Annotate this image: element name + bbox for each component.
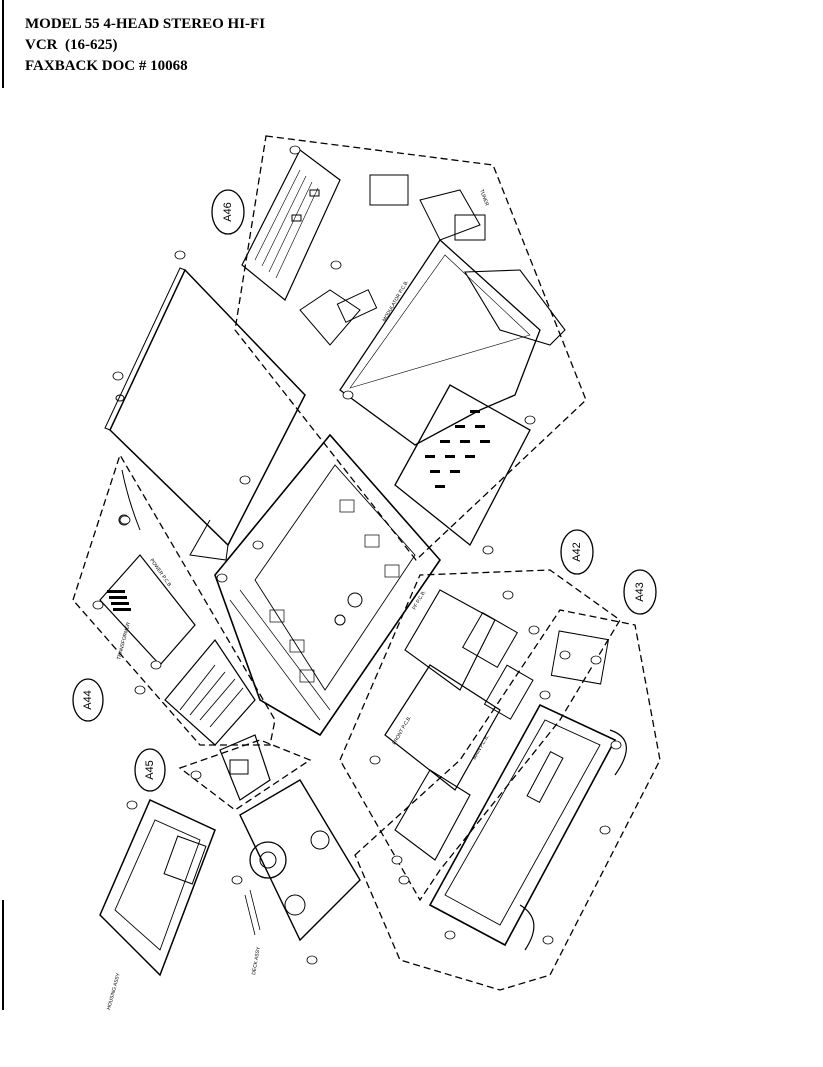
part-number-bubbles [92, 145, 622, 965]
group-a43: MAIN P.C.B. [354, 609, 661, 991]
document-header: MODEL 55 4-HEAD STEREO HI-FI VCR (16-625… [25, 14, 265, 77]
assembly-a44-label: A44 [82, 690, 94, 710]
label-ff-pcb: FF P.C.B. [412, 590, 428, 611]
assembly-a42-label: A42 [571, 542, 583, 562]
label-tuner: TUNER [478, 189, 490, 208]
assembly-a46-label: A46 [222, 202, 234, 222]
deck-assy: DECK ASSY [239, 779, 361, 976]
assembly-a46-callout: A46 [211, 189, 245, 235]
assembly-a43-callout: A43 [623, 569, 657, 615]
group-a46: MODULATOR P.C.B. TUNER [234, 135, 587, 561]
assembly-a43-label: A43 [634, 582, 646, 602]
main-chassis [214, 433, 442, 737]
group-a45 [178, 734, 312, 811]
top-cover [104, 267, 306, 561]
label-power-pcb: POWER P.C.B. [148, 558, 172, 589]
assembly-a42-callout: A42 [560, 529, 594, 575]
header-vcr-line: VCR (16-625) [25, 37, 118, 53]
label-deck-assy: DECK ASSY [251, 946, 262, 976]
label-transformer: TRANSFORMER [116, 621, 132, 660]
label-housing-assy: HOUSING ASSY [106, 972, 122, 1011]
header-faxback-line: FAXBACK DOC # 10068 [25, 58, 188, 74]
label-modulator-pcb: MODULATOR P.C.B. [382, 280, 411, 323]
assembly-a44-callout: A44 [72, 678, 104, 722]
housing-assy: HOUSING ASSY [99, 798, 216, 1011]
header-model-line: MODEL 55 4-HEAD STEREO HI-FI [25, 16, 266, 32]
assembly-a45-label: A45 [144, 760, 156, 780]
assembly-a45-callout: A45 [134, 748, 166, 792]
